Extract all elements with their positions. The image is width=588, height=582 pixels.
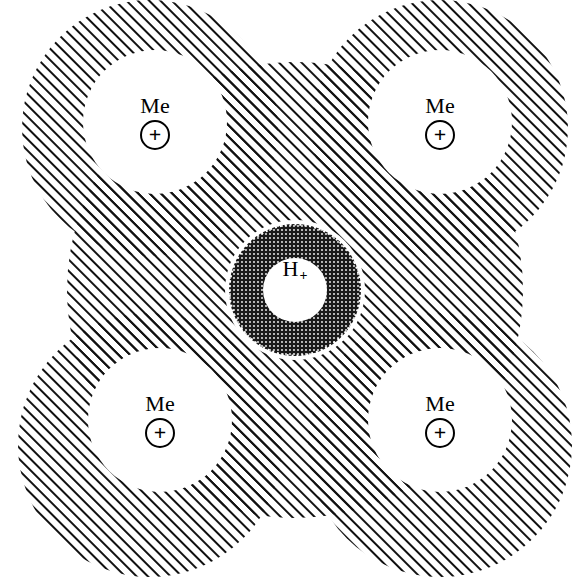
charge-sign: + xyxy=(425,120,455,150)
charge-sign: + xyxy=(299,269,307,283)
screening-ring xyxy=(229,224,361,356)
ion-label: H xyxy=(283,258,299,280)
ion-label: Me xyxy=(425,95,454,117)
ion-label: Me xyxy=(145,393,174,415)
electron-gas-region xyxy=(18,0,572,577)
charge-sign: + xyxy=(140,120,170,150)
ion-label: Me xyxy=(425,393,454,415)
hydrogen-ion: H+ xyxy=(263,258,327,322)
gas-lobe xyxy=(308,313,572,577)
gas-lobe xyxy=(18,313,282,577)
charge-sign: + xyxy=(145,418,175,448)
metal-ion: Me + xyxy=(368,348,512,492)
charge-sign: + xyxy=(425,418,455,448)
metal-ion: Me + xyxy=(88,348,232,492)
metal-ion: Me + xyxy=(83,50,227,194)
gas-lobe xyxy=(312,0,568,256)
ring-ground xyxy=(225,220,365,360)
gas-lobe xyxy=(22,0,278,256)
ring-edge xyxy=(229,224,361,356)
metal-ion: Me + xyxy=(368,50,512,194)
ion-label: Me xyxy=(140,95,169,117)
